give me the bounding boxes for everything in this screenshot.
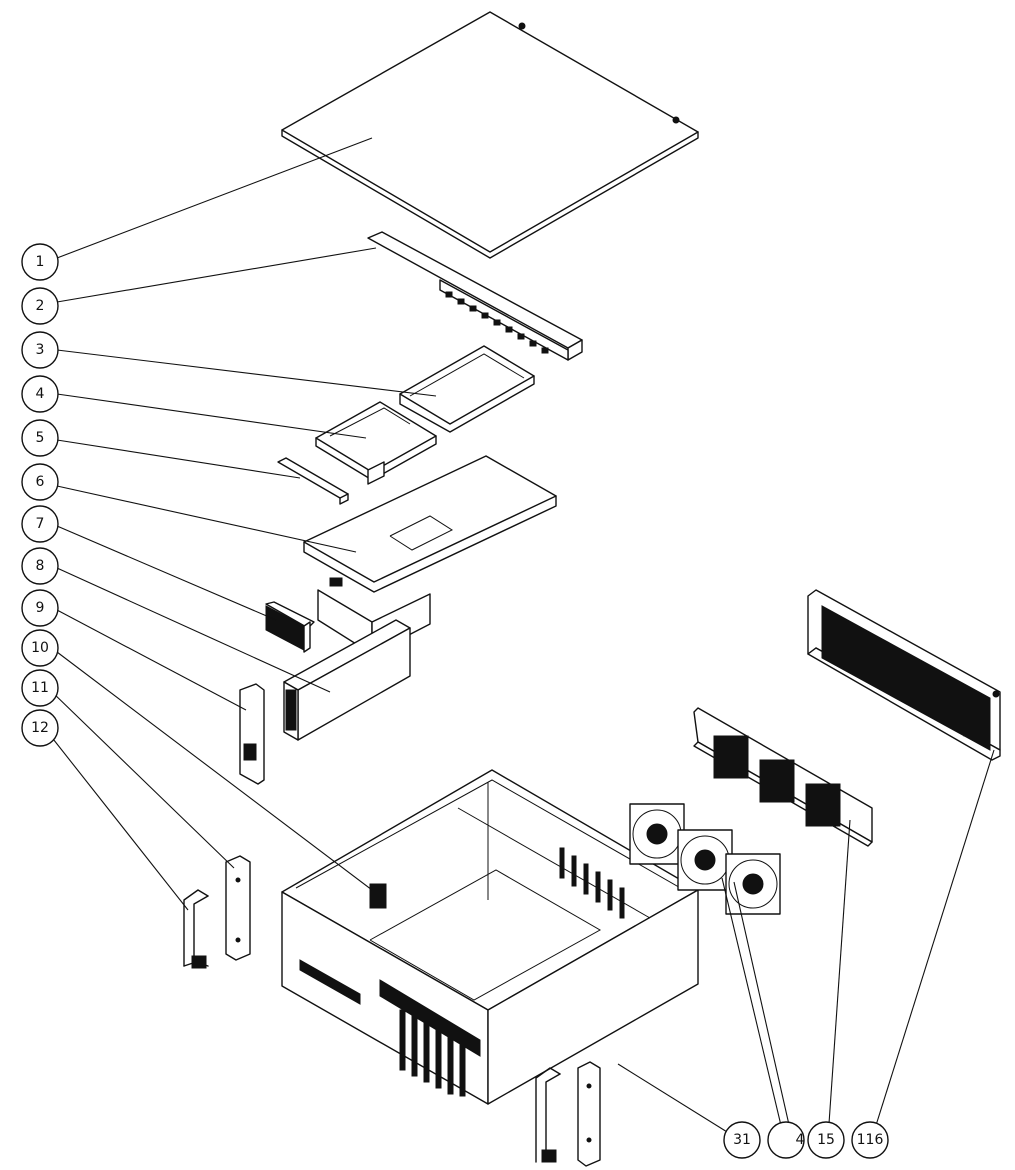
callout-7-label: 7 [36,516,45,532]
callout-8-label: 8 [36,558,45,574]
chassis [281,769,699,1105]
side-bracket-bottom [577,1061,601,1167]
main-tray [303,455,557,655]
callout-12-label: 12 [31,720,49,736]
callout-1-label: 1 [36,254,45,270]
top-cover [281,11,699,259]
fan-panel-openings [713,735,841,827]
callout-10: 10 [21,629,59,667]
callout-5: 5 [21,419,59,457]
callout-3-label: 3 [36,342,45,358]
callout-11-label: 11 [31,680,49,696]
callout-12: 12 [21,709,59,747]
small-strip [277,457,349,505]
callout-8: 8 [21,547,59,585]
fan-2 [677,829,733,891]
rail-slots [445,291,549,354]
fan-1 [629,803,685,865]
power-supply [283,619,411,741]
small-board [239,683,265,785]
callout-4: 4 [21,375,59,413]
callout-1: 1 [21,243,59,281]
rail-bracket [367,231,583,361]
callouts: 1 2 3 4 5 6 7 8 [21,243,889,1159]
callout-2: 2 [21,287,59,325]
vent-grill [265,601,315,653]
callout-9: 9 [21,589,59,627]
callout-9-label: 9 [36,600,45,616]
callout-4b-label: 4 [796,1132,805,1148]
callout-3: 3 [21,331,59,369]
callout-11: 11 [21,669,59,707]
callout-15-label: 15 [817,1132,835,1148]
callout-116-label: 116 [857,1132,884,1148]
callout-31: 31 [723,1121,761,1159]
drive-tray [399,345,535,433]
callout-2-label: 2 [36,298,45,314]
callout-4-label: 4 [36,386,45,402]
leader-lines [45,137,995,1141]
callout-7: 7 [21,505,59,543]
side-bracket [225,855,251,961]
callout-10-label: 10 [31,640,49,656]
callout-15: 15 [807,1121,845,1159]
handle-left [183,889,209,969]
chassis-slots [399,1009,466,1097]
drive-bracket [315,401,437,485]
handle-bottom [535,1067,561,1163]
callout-31-label: 31 [733,1132,751,1148]
fan-panel [693,707,873,847]
rear-panel [807,589,1001,761]
callout-5-label: 5 [36,430,45,446]
callout-6: 6 [21,463,59,501]
callout-4b: 4 [767,1121,805,1159]
callout-116: 116 [851,1121,889,1159]
callout-6-label: 6 [36,474,45,490]
